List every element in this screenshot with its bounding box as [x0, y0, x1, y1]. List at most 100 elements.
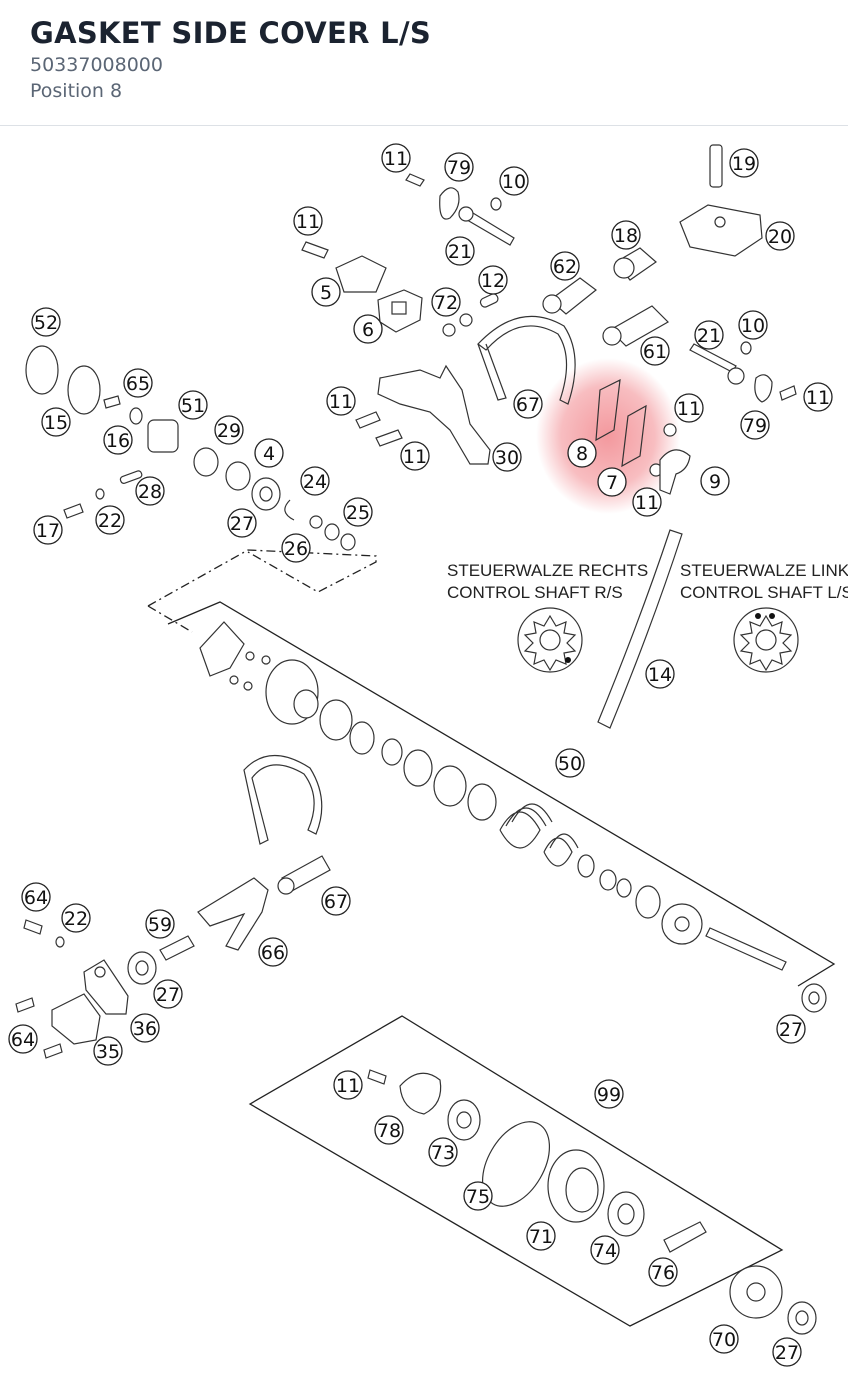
callout-76[interactable]: 76: [648, 1257, 678, 1287]
callout-5[interactable]: 5: [311, 277, 341, 307]
callout-number: 11: [296, 211, 320, 233]
callout-circle: [130, 1013, 160, 1043]
callout-number: 27: [779, 1019, 803, 1041]
callout-circle: [694, 320, 724, 350]
callout-number: 20: [768, 226, 792, 248]
callout-59[interactable]: 59: [145, 909, 175, 939]
callout-50[interactable]: 50: [555, 748, 585, 778]
callout-78[interactable]: 78: [374, 1115, 404, 1145]
callout-24[interactable]: 24: [300, 466, 330, 496]
callout-79[interactable]: 79: [444, 152, 474, 182]
part-number: 50337008000: [30, 54, 163, 76]
callout-61[interactable]: 61: [640, 336, 670, 366]
callout-10[interactable]: 10: [499, 166, 529, 196]
callout-73[interactable]: 73: [428, 1137, 458, 1167]
callout-74[interactable]: 74: [590, 1235, 620, 1265]
callout-number: 9: [709, 471, 721, 493]
callout-30[interactable]: 30: [492, 442, 522, 472]
callout-circle: [41, 407, 71, 437]
callout-circle: [611, 220, 641, 250]
callout-circle: [555, 748, 585, 778]
callout-number: 10: [502, 171, 526, 193]
callout-27[interactable]: 27: [772, 1337, 802, 1367]
callout-number: 11: [806, 387, 830, 409]
callout-circle: [567, 438, 597, 468]
callout-62[interactable]: 62: [550, 251, 580, 281]
callout-number: 27: [156, 984, 180, 1006]
callout-64[interactable]: 64: [8, 1024, 38, 1054]
callout-17[interactable]: 17: [33, 515, 63, 545]
callout-circle: [145, 909, 175, 939]
callout-11[interactable]: 11: [400, 441, 430, 471]
callout-11[interactable]: 11: [803, 382, 833, 412]
callout-64[interactable]: 64: [21, 882, 51, 912]
callout-11[interactable]: 11: [632, 487, 662, 517]
callout-8[interactable]: 8: [567, 438, 597, 468]
callout-79[interactable]: 79: [740, 410, 770, 440]
callout-71[interactable]: 71: [526, 1221, 556, 1251]
callout-51[interactable]: 51: [178, 390, 208, 420]
callout-circle: [431, 287, 461, 317]
callout-number: 50: [558, 753, 582, 775]
callout-6[interactable]: 6: [353, 314, 383, 344]
callout-22[interactable]: 22: [61, 903, 91, 933]
callout-number: 21: [448, 241, 472, 263]
callout-28[interactable]: 28: [135, 476, 165, 506]
callout-18[interactable]: 18: [611, 220, 641, 250]
callout-circle: [674, 393, 704, 423]
callout-9[interactable]: 9: [700, 466, 730, 496]
callout-27[interactable]: 27: [776, 1014, 806, 1044]
gasket-side-cover-parts[interactable]: [595, 378, 691, 495]
callout-99[interactable]: 99: [594, 1079, 624, 1109]
callout-16[interactable]: 16: [103, 425, 133, 455]
callout-26[interactable]: 26: [281, 533, 311, 563]
callout-10[interactable]: 10: [738, 310, 768, 340]
callout-66[interactable]: 66: [258, 937, 288, 967]
callout-number: 10: [741, 315, 765, 337]
callout-number: 67: [324, 891, 348, 913]
callout-number: 21: [697, 325, 721, 347]
callout-7[interactable]: 7: [597, 467, 627, 497]
callout-67[interactable]: 67: [321, 886, 351, 916]
callout-19[interactable]: 19: [729, 148, 759, 178]
callout-15[interactable]: 15: [41, 407, 71, 437]
callout-circle: [21, 882, 51, 912]
callout-65[interactable]: 65: [123, 368, 153, 398]
callout-70[interactable]: 70: [709, 1324, 739, 1354]
callout-circle: [526, 1221, 556, 1251]
callout-number: 11: [635, 492, 659, 514]
callout-35[interactable]: 35: [93, 1036, 123, 1066]
callout-21[interactable]: 21: [694, 320, 724, 350]
callout-36[interactable]: 36: [130, 1013, 160, 1043]
callout-11[interactable]: 11: [381, 143, 411, 173]
callout-circle: [135, 476, 165, 506]
callout-number: 64: [11, 1029, 35, 1051]
callout-11[interactable]: 11: [333, 1070, 363, 1100]
callout-4[interactable]: 4: [254, 438, 284, 468]
callout-22[interactable]: 22: [95, 505, 125, 535]
pump-kit-parts: [367, 1069, 817, 1335]
callout-circle: [428, 1137, 458, 1167]
callout-number: 99: [597, 1084, 621, 1106]
hose-icon: [597, 529, 683, 729]
callout-72[interactable]: 72: [431, 287, 461, 317]
exploded-parts-diagram[interactable]: STEUERWALZE RECHTS CONTROL SHAFT R/S STE…: [0, 126, 848, 1390]
callout-11[interactable]: 11: [326, 386, 356, 416]
callout-number: 26: [284, 538, 308, 560]
callout-11[interactable]: 11: [674, 393, 704, 423]
callout-14[interactable]: 14: [645, 659, 675, 689]
callout-12[interactable]: 12: [478, 265, 508, 295]
callout-75[interactable]: 75: [463, 1181, 493, 1211]
callout-21[interactable]: 21: [445, 236, 475, 266]
callout-circle: [178, 390, 208, 420]
callout-27[interactable]: 27: [227, 508, 257, 538]
callout-11[interactable]: 11: [293, 206, 323, 236]
callout-circle: [632, 487, 662, 517]
callout-27[interactable]: 27: [153, 979, 183, 1009]
callout-67[interactable]: 67: [513, 389, 543, 419]
callout-29[interactable]: 29: [214, 415, 244, 445]
callout-25[interactable]: 25: [343, 497, 373, 527]
callout-52[interactable]: 52: [31, 307, 61, 337]
callout-20[interactable]: 20: [765, 221, 795, 251]
